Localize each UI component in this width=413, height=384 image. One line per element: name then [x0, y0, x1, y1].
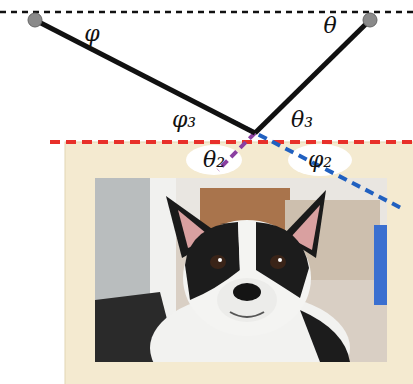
angle-label: θ₃ [291, 109, 313, 131]
angle-label: θ [323, 15, 336, 37]
string [255, 20, 370, 133]
angle-label: φ₂ [308, 149, 332, 171]
extension-line [232, 121, 405, 210]
label-patch [288, 144, 352, 176]
dog-photo [95, 178, 387, 362]
angle-label: φ₃ [172, 109, 196, 131]
ceiling-line [0, 11, 413, 14]
angle-label: φ [84, 23, 99, 45]
reference-line [50, 140, 413, 144]
pivot [28, 13, 42, 27]
pivot [363, 13, 377, 27]
angle-label: θ₂ [203, 149, 225, 171]
label-patch [186, 145, 242, 175]
string [35, 20, 255, 133]
